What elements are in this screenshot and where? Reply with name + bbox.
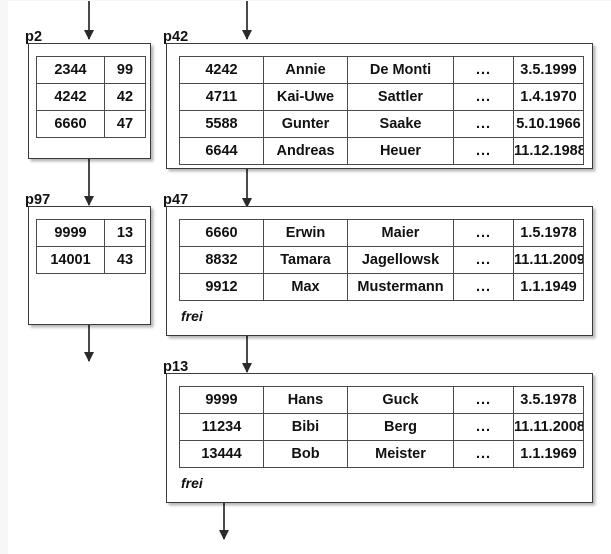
- table-row[interactable]: 6644 Andreas Heuer ... 11.12.1988: [179, 137, 584, 165]
- page-box-p2[interactable]: 2344 99 4242 42 6660 47: [28, 43, 151, 159]
- table-row[interactable]: 11234 Bibi Berg ... 11.11.2008: [179, 413, 584, 441]
- record-more: ...: [453, 56, 514, 84]
- record-id: 4242: [179, 56, 264, 84]
- index-pointer: 42: [104, 83, 146, 111]
- index-key: 6660: [36, 110, 105, 138]
- free-space-label-p47: frei: [181, 308, 203, 324]
- record-id: 8832: [179, 246, 264, 274]
- record-first-name: Andreas: [263, 137, 348, 165]
- record-id: 6660: [179, 219, 264, 247]
- data-table-p13: 9999 Hans Guck ... 3.5.1978 11234 Bibi B…: [179, 386, 584, 468]
- table-row[interactable]: 9999 13: [36, 219, 146, 247]
- index-pointer: 13: [104, 219, 146, 247]
- arrow-p47-to-p13: [246, 334, 248, 372]
- table-row[interactable]: 2344 99: [36, 56, 146, 84]
- record-date: 1.4.1970: [513, 83, 584, 111]
- record-first-name: Hans: [263, 386, 348, 414]
- record-more: ...: [453, 219, 514, 247]
- record-date: 1.1.1969: [513, 440, 584, 468]
- record-more: ...: [453, 440, 514, 468]
- record-id: 6644: [179, 137, 264, 165]
- record-more: ...: [453, 83, 514, 111]
- index-pointer: 47: [104, 110, 146, 138]
- record-date: 11.12.1988: [513, 137, 584, 165]
- page-box-p47[interactable]: 6660 Erwin Maier ... 1.5.1978 8832 Tamar…: [166, 206, 593, 336]
- record-more: ...: [453, 110, 514, 138]
- page-label-p97: p97: [25, 192, 53, 208]
- record-last-name: De Monti: [347, 56, 454, 84]
- table-row[interactable]: 9999 Hans Guck ... 3.5.1978: [179, 386, 584, 414]
- record-date: 5.10.1966: [513, 110, 584, 138]
- page-label-p13: p13: [163, 359, 191, 375]
- record-last-name: Sattler: [347, 83, 454, 111]
- record-last-name: Jagellowsk: [347, 246, 454, 274]
- table-row[interactable]: 6660 Erwin Maier ... 1.5.1978: [179, 219, 584, 247]
- data-table-p47: 6660 Erwin Maier ... 1.5.1978 8832 Tamar…: [179, 219, 584, 301]
- arrow-p13-out: [223, 501, 225, 539]
- record-date: 11.11.2009: [513, 246, 584, 274]
- table-row[interactable]: 9912 Max Mustermann ... 1.1.1949: [179, 273, 584, 301]
- arrow-into-p2: [88, 1, 90, 39]
- record-id: 4711: [179, 83, 264, 111]
- record-id: 9912: [179, 273, 264, 301]
- index-table-p2: 2344 99 4242 42 6660 47: [36, 56, 146, 138]
- record-first-name: Gunter: [263, 110, 348, 138]
- table-row[interactable]: 14001 43: [36, 246, 146, 274]
- page-box-p42[interactable]: 4242 Annie De Monti ... 3.5.1999 4711 Ka…: [166, 43, 593, 169]
- page-box-p13[interactable]: 9999 Hans Guck ... 3.5.1978 11234 Bibi B…: [166, 373, 593, 503]
- index-key: 4242: [36, 83, 105, 111]
- arrow-p42-to-p47: [246, 169, 248, 207]
- free-space-label-p13: frei: [181, 475, 203, 491]
- record-more: ...: [453, 413, 514, 441]
- record-date: 11.11.2008: [513, 413, 584, 441]
- table-row[interactable]: 13444 Bob Meister ... 1.1.1969: [179, 440, 584, 468]
- record-last-name: Saake: [347, 110, 454, 138]
- record-last-name: Guck: [347, 386, 454, 414]
- index-key: 9999: [36, 219, 105, 247]
- table-row[interactable]: 4242 Annie De Monti ... 3.5.1999: [179, 56, 584, 84]
- record-last-name: Berg: [347, 413, 454, 441]
- data-table-p42: 4242 Annie De Monti ... 3.5.1999 4711 Ka…: [179, 56, 584, 165]
- page-label-p2: p2: [25, 29, 45, 45]
- record-more: ...: [453, 137, 514, 165]
- record-first-name: Bob: [263, 440, 348, 468]
- record-more: ...: [453, 273, 514, 301]
- arrow-p2-to-p97: [88, 157, 90, 205]
- index-key: 2344: [36, 56, 105, 84]
- table-row[interactable]: 5588 Gunter Saake ... 5.10.1966: [179, 110, 584, 138]
- record-id: 5588: [179, 110, 264, 138]
- record-date: 3.5.1978: [513, 386, 584, 414]
- page-box-p97[interactable]: 9999 13 14001 43: [28, 206, 151, 325]
- table-row[interactable]: 4711 Kai-Uwe Sattler ... 1.4.1970: [179, 83, 584, 111]
- record-date: 1.1.1949: [513, 273, 584, 301]
- record-last-name: Meister: [347, 440, 454, 468]
- record-first-name: Erwin: [263, 219, 348, 247]
- table-row[interactable]: 4242 42: [36, 83, 146, 111]
- record-id: 9999: [179, 386, 264, 414]
- page-label-p47: p47: [163, 192, 191, 208]
- record-first-name: Kai-Uwe: [263, 83, 348, 111]
- record-more: ...: [453, 246, 514, 274]
- index-key: 14001: [36, 246, 105, 274]
- index-table-p97: 9999 13 14001 43: [36, 219, 146, 274]
- table-row[interactable]: 6660 47: [36, 110, 146, 138]
- page-label-p42: p42: [163, 29, 191, 45]
- record-first-name: Max: [263, 273, 348, 301]
- record-date: 1.5.1978: [513, 219, 584, 247]
- record-date: 3.5.1999: [513, 56, 584, 84]
- record-first-name: Bibi: [263, 413, 348, 441]
- record-last-name: Heuer: [347, 137, 454, 165]
- record-first-name: Tamara: [263, 246, 348, 274]
- record-more: ...: [453, 386, 514, 414]
- index-pointer: 43: [104, 246, 146, 274]
- record-id: 11234: [179, 413, 264, 441]
- arrow-into-p42: [246, 1, 248, 39]
- arrow-p97-out: [88, 323, 90, 361]
- record-last-name: Mustermann: [347, 273, 454, 301]
- index-pointer: 99: [104, 56, 146, 84]
- record-id: 13444: [179, 440, 264, 468]
- record-last-name: Maier: [347, 219, 454, 247]
- table-row[interactable]: 8832 Tamara Jagellowsk ... 11.11.2009: [179, 246, 584, 274]
- record-first-name: Annie: [263, 56, 348, 84]
